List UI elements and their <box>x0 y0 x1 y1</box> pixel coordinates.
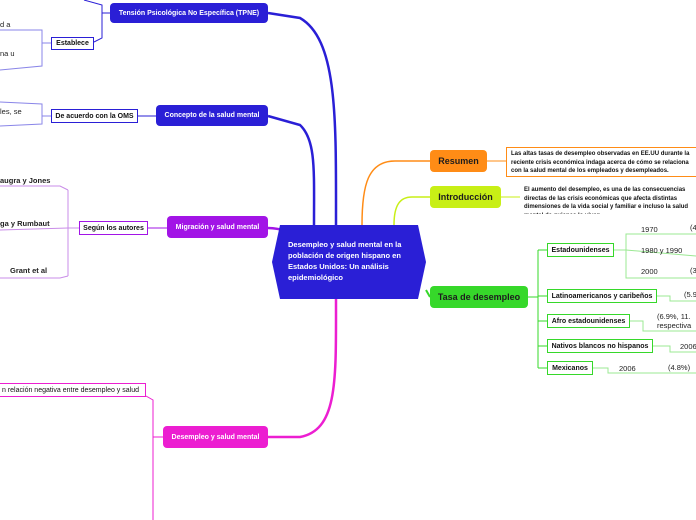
resumen-topic[interactable]: Resumen <box>430 150 487 172</box>
mexicanos-value: (4.8%) <box>668 363 691 372</box>
estadounidenses-subtopic[interactable]: Estadounidenses <box>547 243 614 257</box>
author-item-1[interactable]: augra y Jones <box>0 176 51 185</box>
resumen-note: Las altas tasas de desempleo observadas … <box>506 147 696 177</box>
afro-value-line-1: (6.9%, 11. <box>657 312 691 321</box>
author-item-2[interactable]: ga y Rumbaut <box>0 219 50 228</box>
value-2000: (3 <box>690 266 696 275</box>
mexicanos-year: 2006 <box>619 364 636 373</box>
central-topic[interactable]: Desempleo y salud mental en la población… <box>272 225 426 299</box>
afro-value-line-2: respectiva <box>657 321 692 330</box>
year-1980-1990: 1980 y 1990 <box>641 246 683 255</box>
central-topic-title: Desempleo y salud mental en la población… <box>288 240 402 282</box>
tpne-topic[interactable]: Tensión Psicológica No Específica (TPNE) <box>110 3 268 23</box>
value-1970: (4 <box>690 223 696 232</box>
nativos-value: 2006 <box>680 342 696 351</box>
desempleo-salud-mental-topic[interactable]: Desempleo y salud mental <box>163 426 268 448</box>
segun-autores-subtopic[interactable]: Según los autores <box>79 221 148 235</box>
migracion-salud-mental-topic[interactable]: Migración y salud mental <box>167 216 268 238</box>
oms-subtopic[interactable]: De acuerdo con la OMS <box>51 109 138 123</box>
latino-value: (5.9 <box>684 290 696 299</box>
afro-subtopic[interactable]: Afro estadounidenses <box>547 314 630 328</box>
nativos-subtopic[interactable]: Nativos blancos no hispanos <box>547 339 653 353</box>
latinoamericanos-subtopic[interactable]: Latinoamericanos y caribeños <box>547 289 657 303</box>
central-topic-shape <box>272 225 426 299</box>
tpne-text-fragment-1: d a <box>0 20 11 29</box>
mexicanos-subtopic[interactable]: Mexicanos <box>547 361 593 375</box>
relacion-negativa-subtopic[interactable]: n relación negativa entre desempleo y sa… <box>0 383 146 397</box>
year-1970: 1970 <box>641 225 658 234</box>
author-item-3[interactable]: Grant et al <box>10 266 48 275</box>
establece-subtopic[interactable]: Establece <box>51 37 94 50</box>
tasa-desempleo-topic[interactable]: Tasa de desempleo <box>430 286 528 308</box>
concepto-text-fragment: les, se <box>0 107 22 116</box>
concepto-salud-mental-topic[interactable]: Concepto de la salud mental <box>156 105 268 126</box>
introduccion-topic[interactable]: Introducción <box>430 186 501 208</box>
year-2000: 2000 <box>641 267 658 276</box>
tpne-text-fragment-2: na u <box>0 49 15 58</box>
introduccion-note: El aumento del desempleo, es una de las … <box>524 187 689 214</box>
